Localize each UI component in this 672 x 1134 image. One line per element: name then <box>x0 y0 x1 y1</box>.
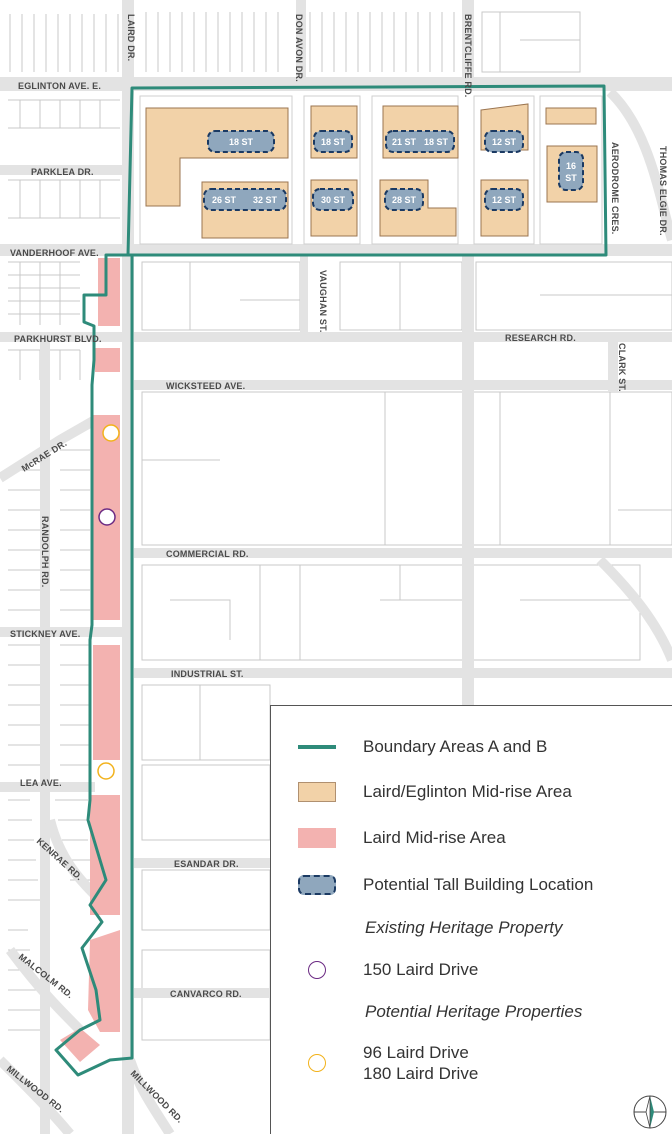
existing-heritage-circle-icon <box>308 960 326 979</box>
street-label: VANDERHOOF AVE. <box>10 248 99 258</box>
street-label: BRENTCLIFFE RD. <box>463 14 473 98</box>
tall-buildings: 18 ST 18 ST 21 ST 18 ST 12 ST 16 ST 26 S… <box>203 130 584 211</box>
street-label: WICKSTEED AVE. <box>166 381 245 391</box>
street-label: ESANDAR DR. <box>174 859 239 869</box>
street-label: CLARK ST. <box>617 343 627 392</box>
street-label: THOMAS ELGIE DR. <box>658 146 668 236</box>
legend-row-laird-midrise: Laird Mid-rise Area <box>271 827 672 848</box>
tall-building-label: 12 ST <box>492 137 517 147</box>
tall-building-b: 18 ST <box>313 130 353 153</box>
tall-building-e: 12 ST <box>484 130 524 153</box>
tall-building-a: 18 ST <box>207 130 275 153</box>
tall-building-label: 18 ST <box>424 137 449 147</box>
map-legend: Boundary Areas A and B Laird/Eglinton Mi… <box>270 705 672 1134</box>
north-arrow-icon <box>633 1095 667 1129</box>
street-label: LEA AVE. <box>20 778 62 788</box>
legend-row-tall-building: Potential Tall Building Location <box>271 874 672 895</box>
tall-building-label: 28 ST <box>392 195 417 205</box>
potential-heritage-circle-icon <box>308 1054 326 1072</box>
street-label: PARKHURST BLVD. <box>14 334 102 344</box>
street-label: CANVARCO RD. <box>170 989 242 999</box>
tall-building-j: 28 ST <box>384 188 424 211</box>
boundary-area-a <box>126 84 608 257</box>
tall-building-label: 26 ST <box>212 195 237 205</box>
tall-building-f: 16 ST <box>558 151 584 191</box>
laird-midrise-6 <box>88 930 120 1032</box>
legend-label: Laird/Eglinton Mid-rise Area <box>363 782 572 801</box>
legend-label: 180 Laird Drive <box>363 1064 479 1083</box>
potential-heritage-marker-180[interactable] <box>97 762 115 780</box>
laird-midrise-2 <box>95 348 120 372</box>
street-label: PARKLEA DR. <box>31 167 94 177</box>
midrise-parcel-9 <box>545 107 597 125</box>
tall-building-label: ST <box>565 173 577 183</box>
area-a-lots <box>139 95 603 245</box>
street-label: AERODROME CRES. <box>610 142 620 235</box>
tall-building-label: 32 ST <box>253 195 278 205</box>
existing-heritage-marker-150[interactable] <box>98 508 116 526</box>
street-label: EGLINTON AVE. E. <box>18 81 101 91</box>
legend-label: 96 Laird Drive <box>363 1043 469 1062</box>
street-label: STICKNEY AVE. <box>10 629 80 639</box>
laird-eglinton-swatch <box>298 781 336 802</box>
laird-midrise-swatch <box>298 827 336 848</box>
boundary-lines <box>54 84 608 1077</box>
street-label: DON AVON DR. <box>294 14 304 82</box>
tall-building-label: 18 ST <box>321 137 346 147</box>
tall-building-label: 18 ST <box>229 137 254 147</box>
legend-row-existing-heritage: 150 Laird Drive <box>271 959 672 980</box>
street-label: LAIRD DR. <box>126 14 136 61</box>
tall-building-i: 30 ST <box>312 188 354 211</box>
street-label: RANDOLPH RD. <box>40 516 50 587</box>
tall-building-label: 21 ST <box>392 137 417 147</box>
curved-roads <box>0 88 672 1134</box>
legend-row-boundary: Boundary Areas A and B <box>271 736 672 757</box>
boundary-line-swatch <box>298 744 336 749</box>
boundary-area-b <box>54 253 134 1077</box>
legend-label: 150 Laird Drive <box>363 960 479 979</box>
legend-row-laird-eglinton: Laird/Eglinton Mid-rise Area <box>271 781 672 802</box>
legend-heading-existing-heritage: Existing Heritage Property <box>365 918 563 937</box>
legend-heading-potential-heritage: Potential Heritage Properties <box>365 1002 583 1021</box>
tall-building-label: 16 <box>566 161 576 171</box>
legend-row-potential-heritage: 96 Laird Drive 180 Laird Drive <box>271 1042 672 1084</box>
street-label: COMMERCIAL RD. <box>166 549 249 559</box>
tall-building-k: 12 ST <box>484 188 524 211</box>
tall-building-c: 21 ST 18 ST <box>385 130 455 153</box>
legend-label: Laird Mid-rise Area <box>363 828 506 847</box>
tall-building-swatch <box>298 874 336 895</box>
laird-midrise-parcels <box>60 258 120 1062</box>
legend-label: Boundary Areas A and B <box>363 737 548 756</box>
tall-building-g: 26 ST 32 ST <box>203 188 287 211</box>
tall-building-label: 12 ST <box>492 195 517 205</box>
potential-heritage-marker-96[interactable] <box>102 424 120 442</box>
laird-midrise-1 <box>98 258 120 326</box>
street-label: VAUGHAN ST. <box>318 270 328 333</box>
tall-building-label: 30 ST <box>321 195 346 205</box>
laird-midrise-4 <box>93 645 120 760</box>
street-label: RESEARCH RD. <box>505 333 576 343</box>
legend-label: Potential Tall Building Location <box>363 875 594 894</box>
street-label: INDUSTRIAL ST. <box>171 669 244 679</box>
